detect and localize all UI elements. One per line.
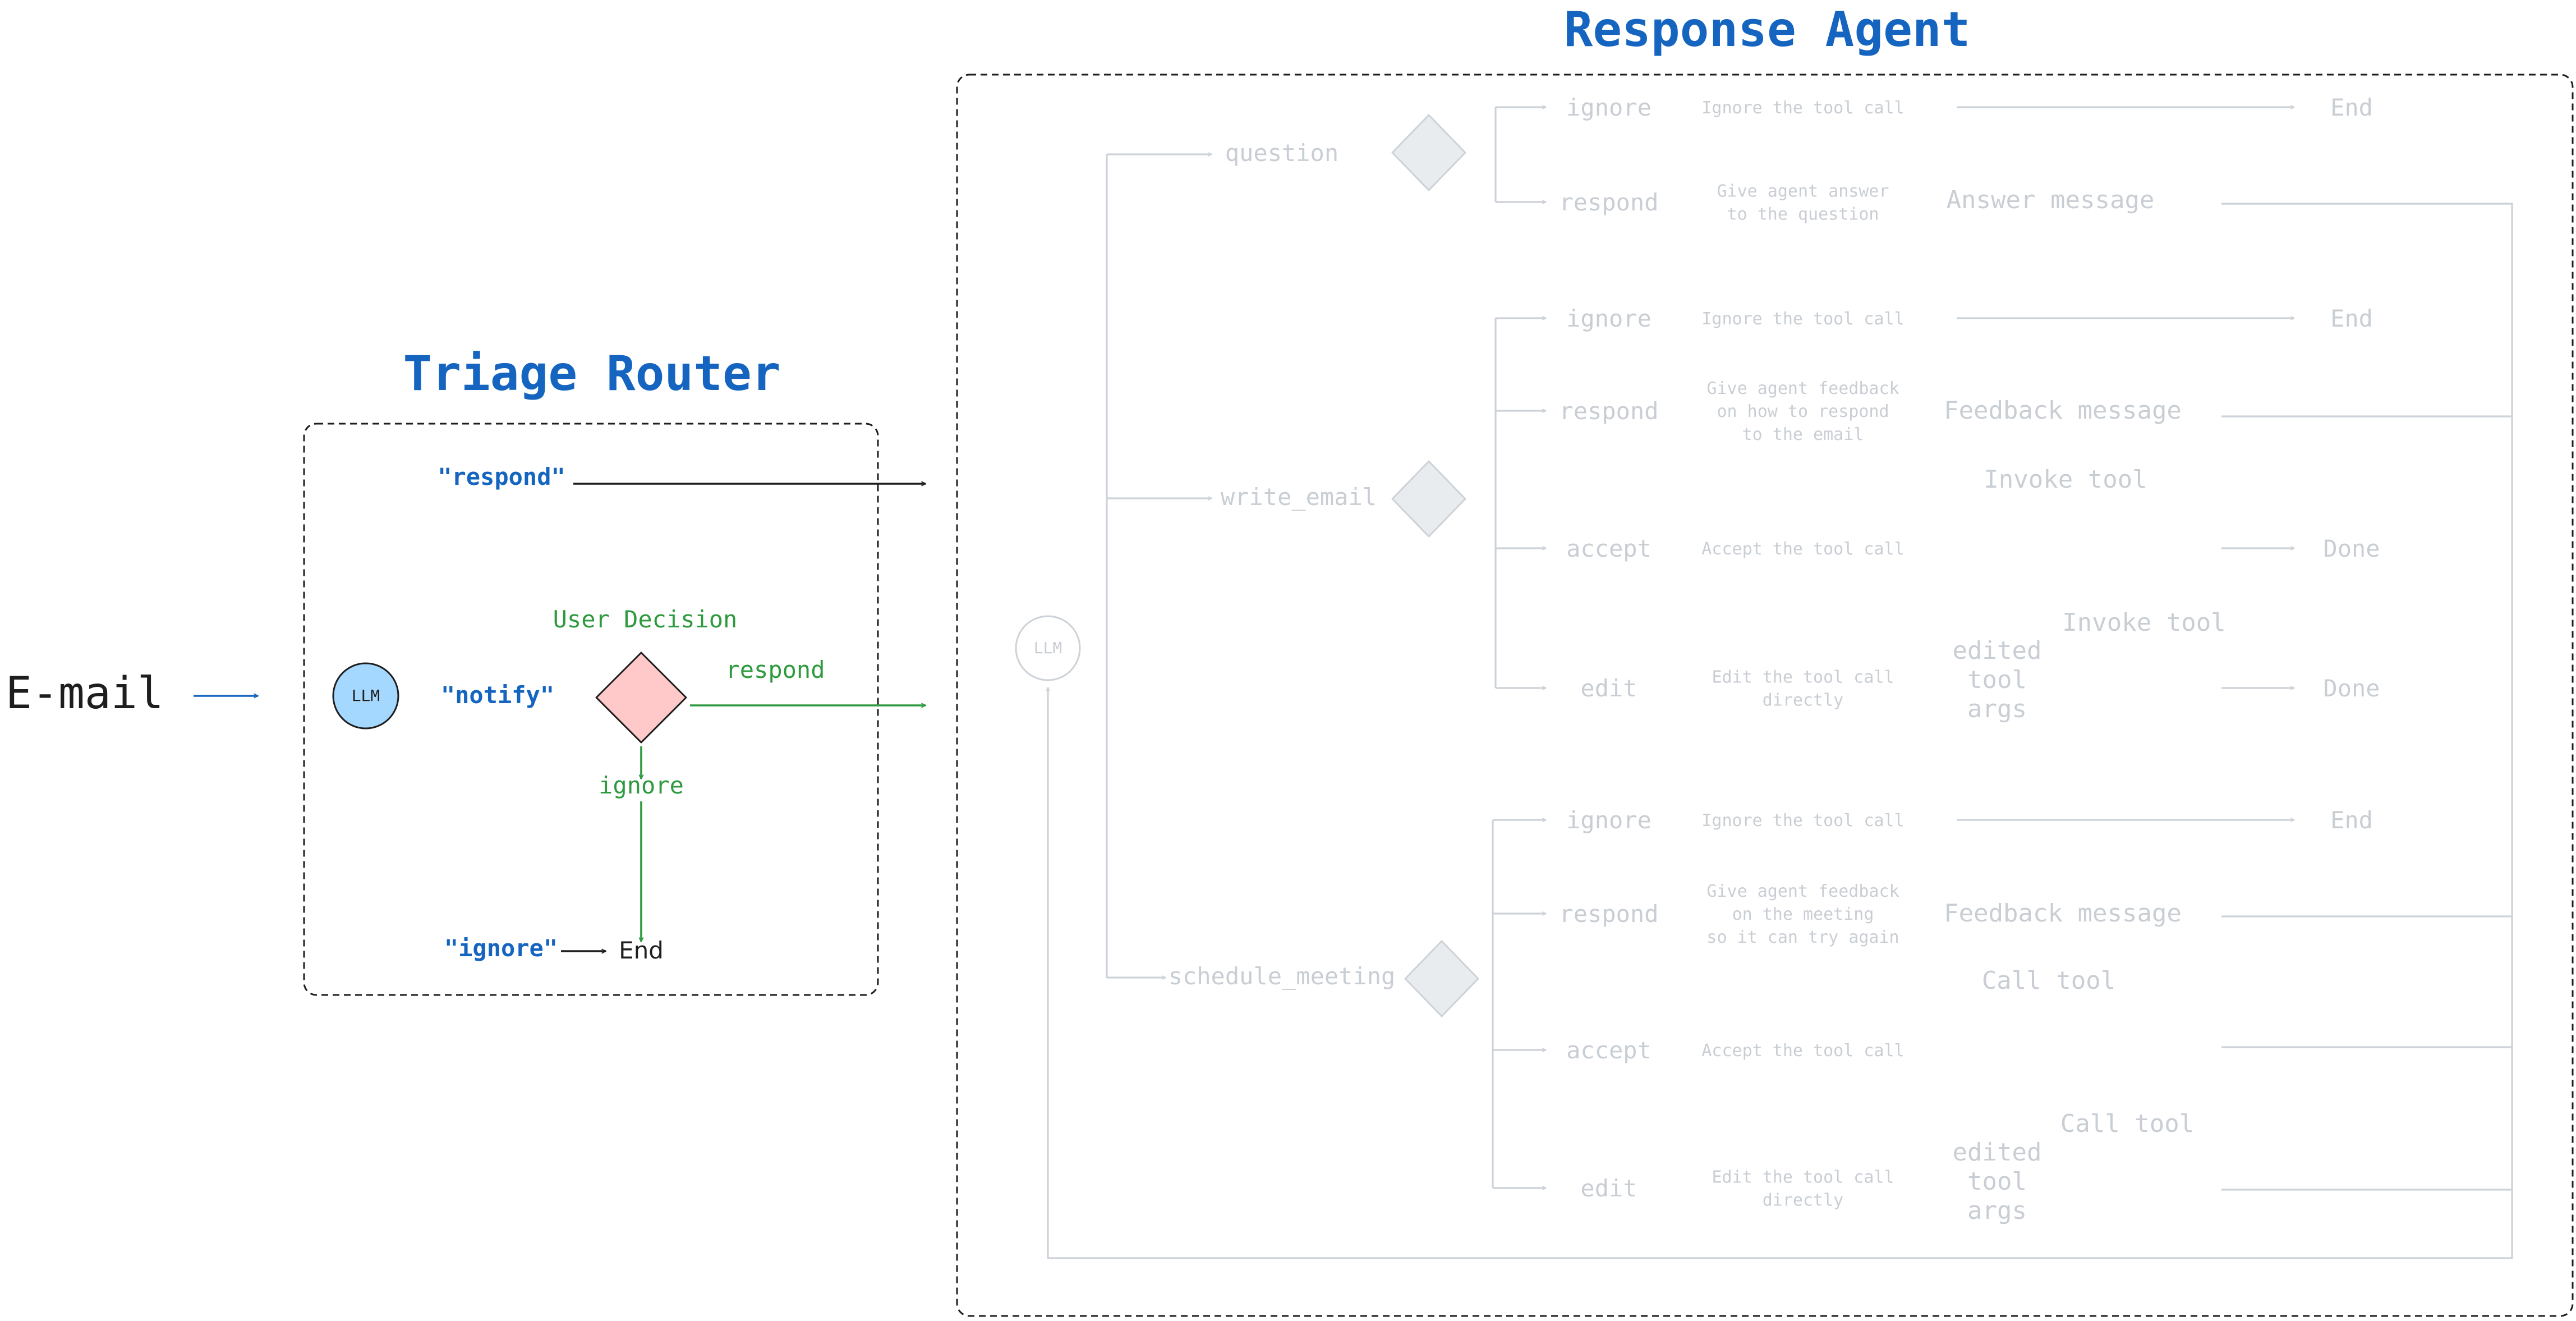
write-email-accept-description: Accept the tool call [1701,539,1904,559]
write-email-edited-args: edited [1953,636,2042,665]
schedule-meeting-review-diamond [1404,940,1479,1017]
write-email-review-diamond [1391,460,1466,538]
write-email-ignore-label: ignore [1566,305,1652,332]
write-email-respond-label: respond [1559,397,1658,425]
triage-llm-label: LLM [352,686,380,705]
question-respond-description: to the question [1727,205,1879,224]
write-email-accept-label: accept [1566,535,1652,562]
agent-llm-label: LLM [1034,639,1062,657]
question-ignore-label: ignore [1566,94,1652,121]
schedule-meeting-respond-description: so it can try again [1706,928,1899,947]
schedule-meeting-ignore-label: ignore [1566,806,1652,834]
write-email-ignore-description: Ignore the tool call [1701,309,1904,329]
write-email-respond-result: Feedback message [1944,396,2182,425]
schedule-meeting-respond-description: Give agent feedback [1706,882,1899,901]
schedule-meeting-edit-description: directly [1763,1191,1844,1210]
write-email-respond-description: to the email [1742,425,1864,444]
write-email-accept-result: Invoke tool [1984,465,2147,494]
schedule-meeting-edit-description: Edit the tool call [1712,1168,1894,1187]
write-email-edited-args: args [1967,695,2027,723]
agent-llm-node [1015,615,1081,681]
question-ignore-terminal: End [2330,94,2373,121]
schedule-meeting-accept-result: Call tool [1982,966,2115,995]
schedule-meeting-respond-result: Feedback message [1944,899,2182,928]
write-email-edited-args: tool [1967,666,2027,694]
user-decision-diamond [595,652,687,744]
response-agent-box [956,74,2574,1317]
write-email-edit-result: Invoke tool [2062,608,2225,637]
email-input-label: E-mail [6,668,164,719]
schedule-meeting-ignore-description: Ignore the tool call [1701,811,1904,831]
question-ignore-description: Ignore the tool call [1701,98,1904,118]
triage-end-label: End [619,937,664,964]
schedule-meeting-edit-result: Call tool [2060,1109,2194,1138]
notify-output-label: "notify" [441,681,554,709]
question-respond-result: Answer message [1947,186,2155,214]
feedback-loop-line [1048,203,2513,1259]
schedule-meeting-respond-label: respond [1559,900,1658,928]
user-decision-label: User Decision [553,606,738,633]
decision-ignore-label: ignore [599,772,684,799]
triage-llm-node [332,662,399,730]
schedule-meeting-edited-args: tool [1967,1167,2027,1196]
write-email-edit-terminal: Done [2323,675,2380,702]
schedule-meeting-respond-description: on the meeting [1732,905,1874,924]
write-email-edit-description: Edit the tool call [1712,668,1894,687]
write-email-respond-description: on how to respond [1717,402,1889,421]
tool-write-email-label: write_email [1221,483,1377,511]
schedule-meeting-edit-label: edit [1580,1175,1637,1202]
write-email-edit-label: edit [1580,675,1637,702]
question-respond-label: respond [1559,189,1658,216]
schedule-meeting-edited-args: args [1967,1196,2027,1225]
write-email-edit-description: directly [1763,691,1844,710]
schedule-meeting-accept-description: Accept the tool call [1701,1041,1904,1061]
tool-question-label: question [1225,139,1338,167]
question-respond-description: Give agent answer [1717,182,1889,201]
write-email-respond-description: Give agent feedback [1706,379,1899,398]
respond-output-label: "respond" [438,463,565,490]
decision-respond-label: respond [725,656,825,684]
question-review-diamond [1391,114,1466,191]
schedule-meeting-edited-args: edited [1953,1138,2042,1167]
tool-schedule-meeting-label: schedule_meeting [1169,962,1396,990]
triage-router-title: Triage Router [403,346,780,402]
response-agent-title: Response Agent [1564,2,1971,58]
write-email-accept-terminal: Done [2323,535,2380,562]
schedule-meeting-ignore-terminal: End [2330,806,2373,834]
schedule-meeting-accept-label: accept [1566,1036,1652,1064]
write-email-ignore-terminal: End [2330,305,2373,332]
triage-router-box [303,423,879,996]
ignore-output-label: "ignore" [444,934,558,962]
